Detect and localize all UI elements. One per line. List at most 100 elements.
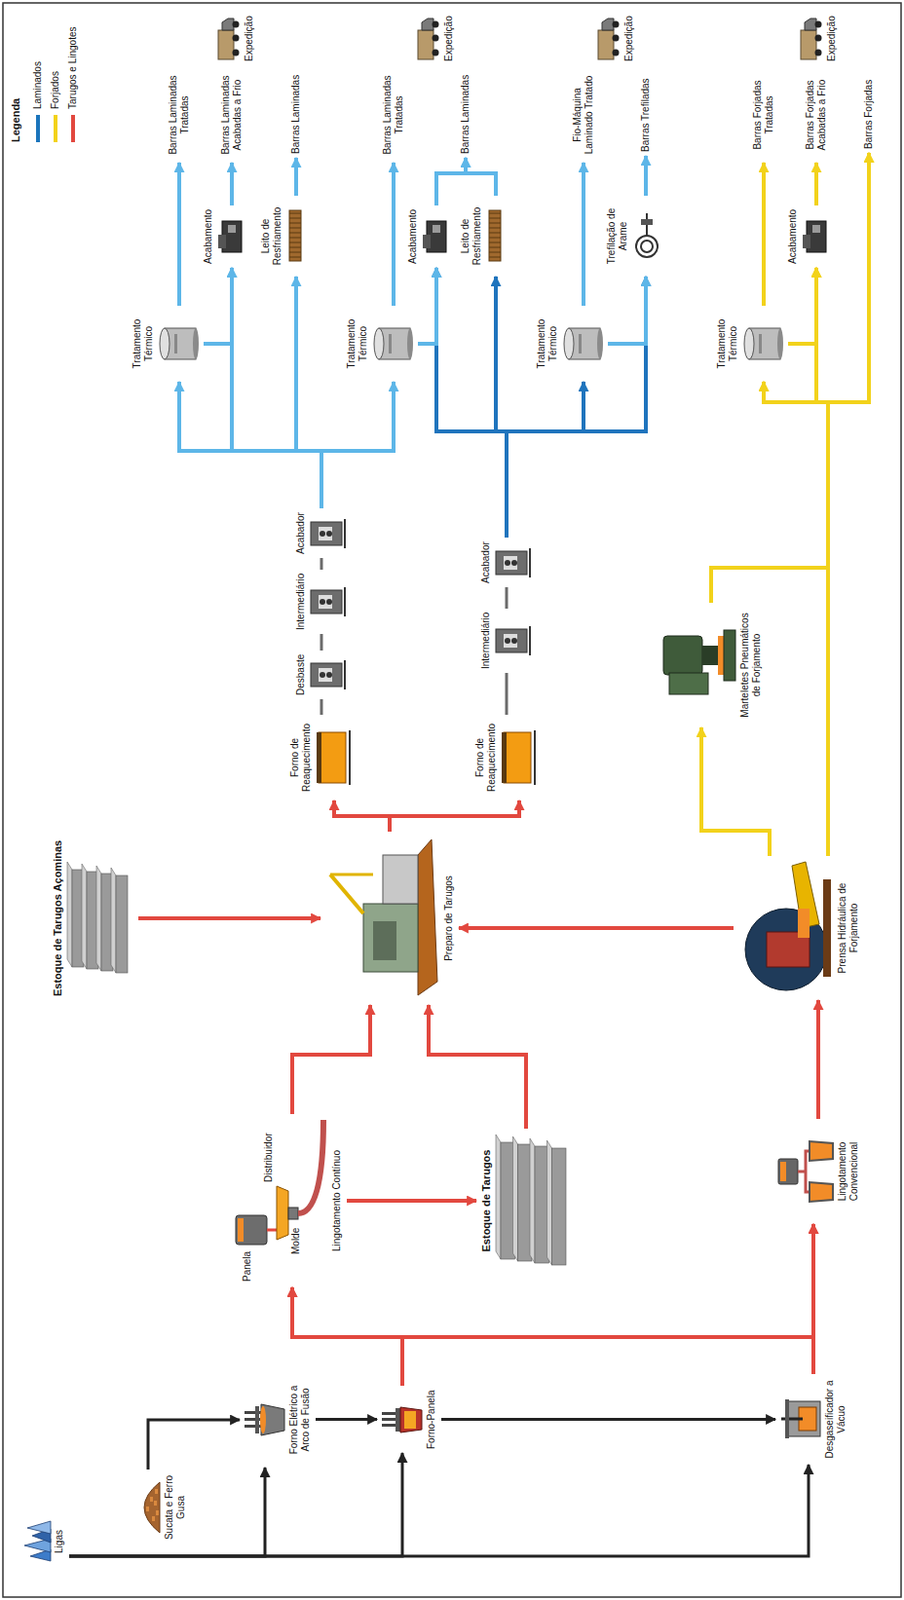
truck-cab <box>421 18 434 31</box>
rolling-stand: Intermediário <box>476 608 537 674</box>
node-label: Tratamento Térmico <box>535 309 560 378</box>
forging-press: Prensa Hidráulica de Forjamento <box>733 856 865 1001</box>
roll <box>326 599 333 605</box>
heat-treatment: Tratamento Térmico <box>712 305 789 382</box>
flow-arrow <box>296 276 322 509</box>
bed-bar <box>489 223 501 225</box>
node-label: Forno Elétrico a Arco de Fusão <box>288 1376 312 1465</box>
ladle <box>235 1215 267 1245</box>
furnace-top <box>159 328 170 360</box>
bed-bar <box>489 232 501 234</box>
cooling-bed: Leito de Resfriamento <box>455 195 509 277</box>
node-label: Sucata e Ferro Gusa <box>163 1473 188 1543</box>
wire-drawing: Trefilação de Arame <box>602 195 665 277</box>
node-label: Prensa Hidráulica de Forjamento <box>836 865 861 992</box>
truck-wheel <box>612 20 620 28</box>
flow-arrow <box>292 1005 371 1115</box>
caster-unit: Lingotamento Contínuo <box>218 1114 347 1288</box>
billet-stock: Estoque de Tarugos <box>476 1129 577 1274</box>
rolling-stand: Acabador <box>291 508 352 559</box>
machine-head <box>422 234 431 249</box>
strand <box>298 1120 324 1214</box>
flow-arrow <box>581 162 586 306</box>
flow-arrow <box>320 634 324 651</box>
roll <box>326 530 333 537</box>
roll <box>319 672 326 678</box>
stack-icon <box>66 860 135 978</box>
stand-window <box>503 634 518 648</box>
truck-icon <box>212 16 242 62</box>
roof <box>255 1406 260 1434</box>
bed-bar <box>489 218 501 220</box>
conv-icon <box>776 1137 835 1206</box>
lance <box>781 1418 803 1422</box>
alloy-crystal <box>27 1521 51 1535</box>
ingot-casting: Lingotamento Convencional <box>772 1119 865 1225</box>
roller-table <box>343 519 346 549</box>
degasser-unit: Desgaseificador a Vácuo <box>775 1374 852 1466</box>
flow-arrow <box>763 381 829 857</box>
raw-material: Sucata e Ferro Gusa <box>130 1469 191 1546</box>
wire-coil <box>636 236 658 259</box>
hammer-head <box>663 636 703 676</box>
node-label: Intermediário <box>295 573 307 631</box>
stand-icon <box>308 587 348 617</box>
legend-row: Forjados <box>46 26 65 143</box>
flow-arrow <box>814 162 819 206</box>
truck-wheel <box>432 48 440 56</box>
furnace-body <box>503 732 531 784</box>
product-box: Barras Trefiladas <box>636 74 656 156</box>
stand-housing <box>310 522 342 546</box>
spool-icon <box>631 212 661 262</box>
band <box>388 334 392 354</box>
scrap-piece <box>146 1506 150 1512</box>
stand-window <box>318 595 333 609</box>
ladle-body <box>400 1407 422 1433</box>
flow-arrow <box>701 727 770 857</box>
bed-bar <box>289 252 302 254</box>
runner <box>797 1151 810 1193</box>
heat-treatment: Tratamento Térmico <box>531 305 608 382</box>
tundish <box>276 1186 289 1241</box>
flow-arrow <box>711 152 869 603</box>
billet-top <box>111 867 116 974</box>
roll <box>511 638 518 644</box>
wire-coil <box>640 241 653 254</box>
product-box: Barras Laminadas Acabadas a Frio <box>216 67 248 163</box>
roll <box>504 638 511 644</box>
product-box: Barras Laminadas <box>455 71 476 158</box>
legend-text: Forjados <box>49 71 62 110</box>
legend-text: Laminados <box>32 61 44 110</box>
band <box>174 334 178 354</box>
billet-prep-machine: Preparo de Tarugos <box>320 831 459 1006</box>
reheat-icon <box>314 730 354 786</box>
reheat-furnace: Forno de Reaquecimento <box>285 715 358 801</box>
product-box: Barras Laminadas <box>286 71 306 158</box>
cooling-bed <box>489 211 501 263</box>
truck-wheel <box>232 20 240 28</box>
roller-table <box>343 660 346 690</box>
flow-arrow <box>417 267 437 344</box>
billet-stock: Estoque de Tarugos Açominas <box>47 836 139 1001</box>
shipping-truck: Expedição <box>791 11 842 66</box>
acab-icon <box>800 217 830 257</box>
node-label: Expedição <box>826 15 838 62</box>
flow-arrow <box>294 157 299 196</box>
bed-bar <box>289 247 302 249</box>
legend-row: Tarugos e Lingotes <box>64 26 82 143</box>
flow-arrow <box>506 381 584 538</box>
node-label: Trefilação de Arame <box>605 199 630 273</box>
truck-wheel <box>815 48 823 56</box>
truck-wheel <box>815 20 823 28</box>
product-box: Barras Laminadas Tratadas <box>377 67 410 163</box>
flow-arrow <box>69 1453 403 1557</box>
hammer-cylinder <box>669 673 709 695</box>
bed-bar <box>289 213 302 215</box>
node-label: Expedição <box>623 15 636 62</box>
stand-housing <box>495 551 528 575</box>
flow-arrow <box>711 267 829 603</box>
shipping-truck: Expedição <box>588 11 640 66</box>
martelete-icon <box>659 626 738 705</box>
flow-arrow <box>231 267 322 509</box>
